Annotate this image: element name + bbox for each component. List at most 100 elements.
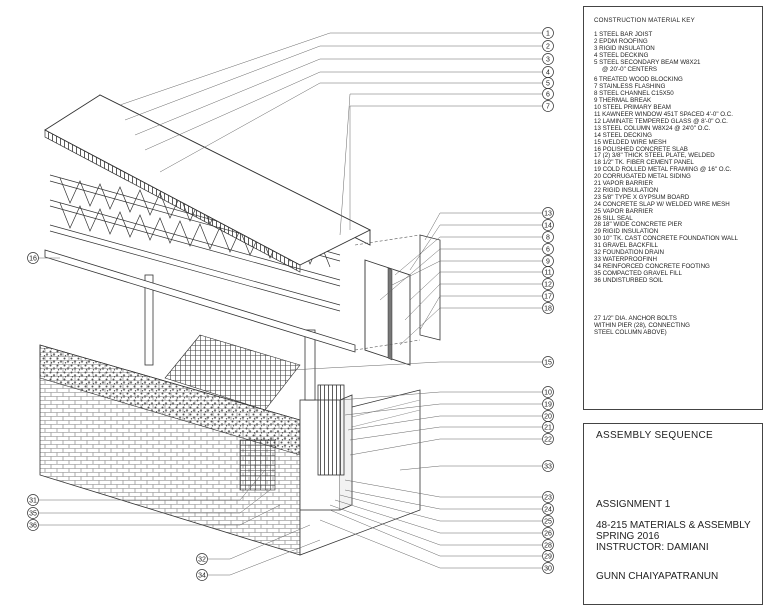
callout-right-2-label: 2 — [546, 44, 550, 51]
callout-right-9-label: 14 — [544, 223, 552, 230]
callout-left-16: 16 — [27, 252, 39, 264]
callout-left-16-label: 16 — [29, 256, 37, 263]
key-item: 30 10" TK. CAST CONCRETE FOUNDATION WALL — [594, 235, 738, 243]
key-item: 34 REINFORCED CONCRETE FOOTING — [594, 262, 710, 270]
callout-right-18: 10 — [542, 386, 554, 398]
callout-left-31: 31 — [27, 494, 39, 506]
callout-right-13: 11 — [542, 266, 554, 278]
key-item: 1 STEEL BAR JOIST — [594, 31, 653, 38]
callout-right-22: 22 — [542, 433, 554, 445]
key-item: 25 VAPOR BARRIER — [594, 207, 654, 215]
callout-right-22-label: 22 — [544, 437, 552, 444]
callout-right-7: 7 — [542, 100, 554, 112]
callout-right-19: 19 — [542, 398, 554, 410]
left-leader-lines — [39, 257, 321, 576]
callout-right-10-label: 8 — [546, 235, 550, 242]
callout-right-6-label: 6 — [546, 92, 550, 99]
callout-right-29: 29 — [542, 550, 554, 562]
callout-right-8-label: 13 — [544, 211, 552, 218]
callout-right-30: 30 — [542, 562, 554, 574]
key-item: 8 STEEL CHANNEL C15X50 — [594, 90, 674, 98]
key-item: 7 STAINLESS FLASHING — [594, 83, 666, 91]
callout-right-28: 28 — [542, 539, 554, 551]
key-item: 3 RIGID INSULATION — [594, 44, 655, 52]
author-name: GUNN CHAIYAPATRANUN — [596, 571, 719, 582]
note-line: STEEL COLUMN ABOVE) — [594, 328, 667, 336]
callout-left-35-label: 35 — [29, 511, 37, 518]
callout-right-12-label: 9 — [546, 259, 550, 266]
callout-right-18-label: 10 — [544, 390, 552, 397]
callout-right-21: 21 — [542, 421, 554, 433]
key-item: 35 COMPACTED GRAVEL FILL — [594, 269, 682, 277]
right-leader-lines — [119, 32, 542, 569]
callout-right-26-label: 25 — [544, 519, 552, 526]
callout-right-1-label: 1 — [546, 31, 550, 38]
callout-left-31-label: 31 — [29, 498, 37, 505]
callout-right-27: 26 — [542, 527, 554, 539]
callout-right-1: 1 — [542, 27, 554, 39]
callout-right-29-label: 29 — [544, 554, 552, 561]
key-item: 6 TREATED WOOD BLOCKING — [594, 76, 683, 84]
callout-right-26: 25 — [542, 515, 554, 527]
key-item: 14 STEEL DECKING — [594, 131, 652, 139]
note-line: 27 1/2" DIA. ANCHOR BOLTS — [594, 314, 677, 322]
key-item: 33 WATERPROOFINH — [594, 256, 657, 263]
callout-right-4: 4 — [542, 66, 554, 78]
note-line: WITHIN PIER (28), CONNECTING — [594, 321, 690, 329]
key-item: 10 STEEL PRIMARY BEAM — [594, 104, 671, 112]
callout-right-14: 12 — [542, 278, 554, 290]
callout-right-11-label: 6 — [546, 247, 550, 254]
callout-left-36-label: 36 — [29, 523, 37, 530]
callout-right-23: 33 — [542, 460, 554, 472]
callout-right-19-label: 19 — [544, 402, 552, 409]
callout-right-8: 13 — [542, 207, 554, 219]
roof-assembly — [44, 94, 372, 273]
callout-right-25-label: 24 — [544, 507, 552, 514]
key-item: 21 VAPOR BARRIER — [594, 180, 654, 188]
key-item: 13 STEEL COLUMN W8X24 @ 24'0" O.C. — [594, 124, 711, 132]
key-item: 11 KAWNEER WINDOW 451T SPACED 4'-0" O.C. — [594, 110, 733, 118]
callout-right-15: 17 — [542, 290, 554, 302]
callout-right-5: 5 — [542, 77, 554, 89]
title-block-panel: ASSEMBLY SEQUENCE ASSIGNMENT 1 48-215 MA… — [583, 423, 763, 605]
callout-right-11: 6 — [542, 243, 554, 255]
key-item: 20 CORRUGATED METAL SIDING — [594, 173, 691, 181]
assignment-label: ASSIGNMENT 1 — [596, 499, 671, 510]
material-key-title: CONSTRUCTION MATERIAL KEY — [594, 17, 695, 24]
axonometric-wall-section-drawing: 1 2 3 4 5 6 7 13 14 8 6 9 11 12 17 18 15… — [27, 27, 554, 581]
callout-right-20: 20 — [542, 410, 554, 422]
callout-right-21-label: 21 — [544, 425, 552, 432]
callout-right-2: 2 — [542, 40, 554, 52]
callout-left-35: 35 — [27, 507, 39, 519]
callout-right-16: 18 — [542, 302, 554, 314]
callout-right-20-label: 20 — [544, 414, 552, 421]
callout-right-17-label: 15 — [544, 360, 552, 367]
callout-right-23-label: 33 — [544, 464, 552, 471]
callout-right-30-label: 30 — [544, 566, 552, 573]
callout-right-28-label: 28 — [544, 543, 552, 550]
callout-right-6: 6 — [542, 88, 554, 100]
key-item: 23 5/8" TYPE X GYPSUM BOARD — [594, 193, 690, 201]
key-item: 18 1/2" TK. FIBER CEMENT PANEL — [594, 159, 694, 167]
callout-right-25: 24 — [542, 503, 554, 515]
callout-right-7-label: 7 — [546, 104, 550, 111]
key-item: 4 STEEL DECKING — [594, 51, 649, 59]
key-item: 19 COLD ROLLED METAL FRAMING @ 16" O.C. — [594, 166, 732, 174]
material-key-list: 1 STEEL BAR JOIST 2 EPDM ROOFING 3 RIGID… — [594, 31, 754, 285]
window-assembly — [354, 234, 441, 366]
key-item: 5 STEEL SECONDARY BEAM W8X21 — [594, 58, 701, 66]
key-item: 31 GRAVEL BACKFILL — [594, 242, 658, 250]
course-name: 48-215 MATERIALS & ASSEMBLY — [596, 520, 751, 531]
key-item: 24 CONCRETE SLAP W/ WELDED WIRE MESH — [594, 200, 730, 208]
key-item: 15 WELDED WIRE MESH — [594, 138, 667, 146]
callout-right-9: 14 — [542, 219, 554, 231]
callout-right-27-label: 26 — [544, 531, 552, 538]
material-key-panel: CONSTRUCTION MATERIAL KEY 1 STEEL BAR JO… — [583, 6, 763, 410]
course-instructor: INSTRUCTOR: DAMIANI — [596, 542, 709, 553]
key-item: 2 EPDM ROOFING — [594, 37, 648, 45]
callout-right-13-label: 11 — [544, 270, 551, 277]
left-callout-bubbles: 16 31 35 36 32 34 — [27, 252, 208, 581]
key-item: 12 LAMINATE TEMPERED GLASS @ 8'-0" O.C. — [594, 117, 728, 125]
key-item: 26 SILL SEAL — [594, 214, 633, 222]
callout-right-24-label: 23 — [544, 495, 552, 502]
